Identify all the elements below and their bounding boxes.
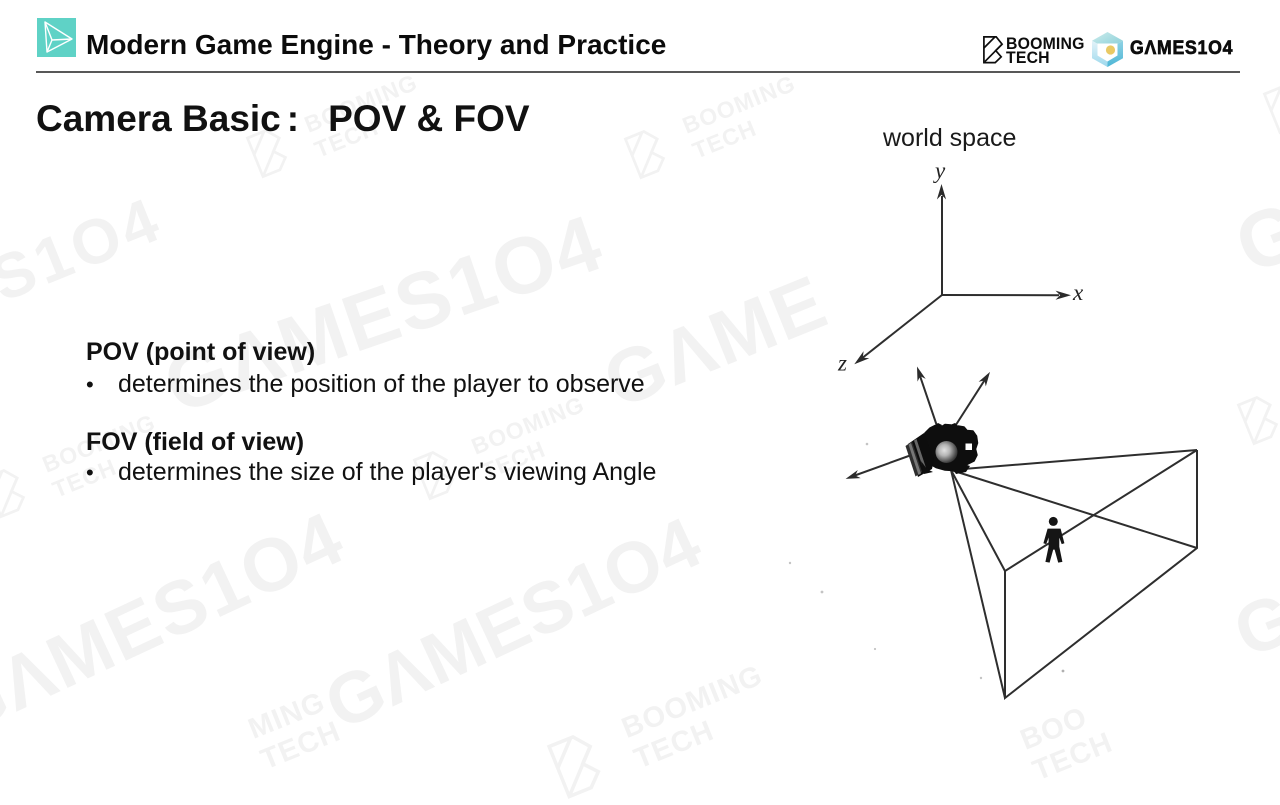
svg-text:z: z [837,351,847,376]
svg-text:y: y [933,158,946,183]
svg-text:x: x [1072,280,1084,305]
